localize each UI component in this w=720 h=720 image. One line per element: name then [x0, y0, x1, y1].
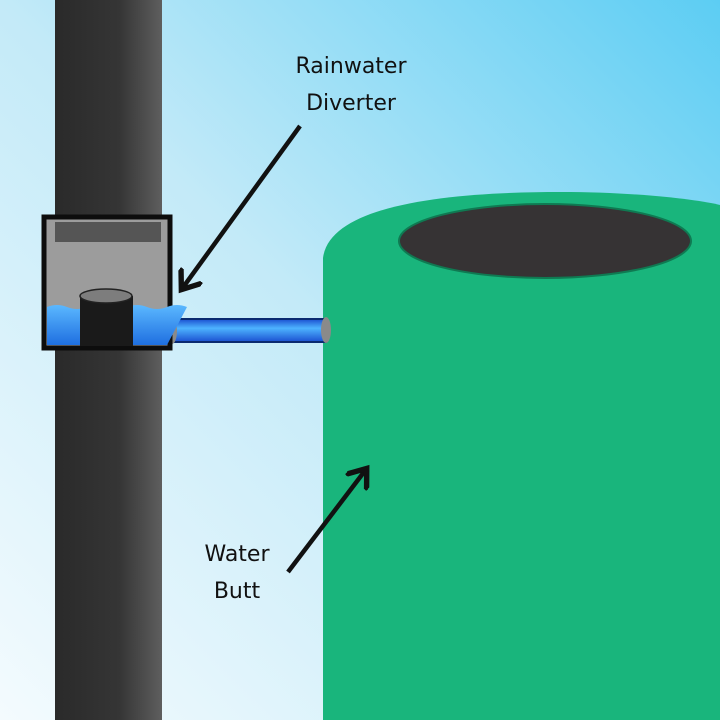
water-butt-label-line1: Water: [204, 542, 270, 567]
water-butt-label-line2: Butt: [214, 579, 261, 604]
rainwater-diverter: [41, 214, 187, 351]
diverter-label-line2: Diverter: [306, 91, 397, 116]
water-butt-arrow: [286, 472, 364, 574]
downpipe: [55, 0, 162, 720]
water-butt: [323, 192, 720, 720]
diverter-arrow: [184, 124, 302, 286]
water-butt-opening: [398, 203, 692, 279]
overflow-pipe: [169, 318, 327, 343]
diverter-label-line1: Rainwater: [295, 54, 407, 79]
pipe-connector-tank: [321, 317, 331, 343]
